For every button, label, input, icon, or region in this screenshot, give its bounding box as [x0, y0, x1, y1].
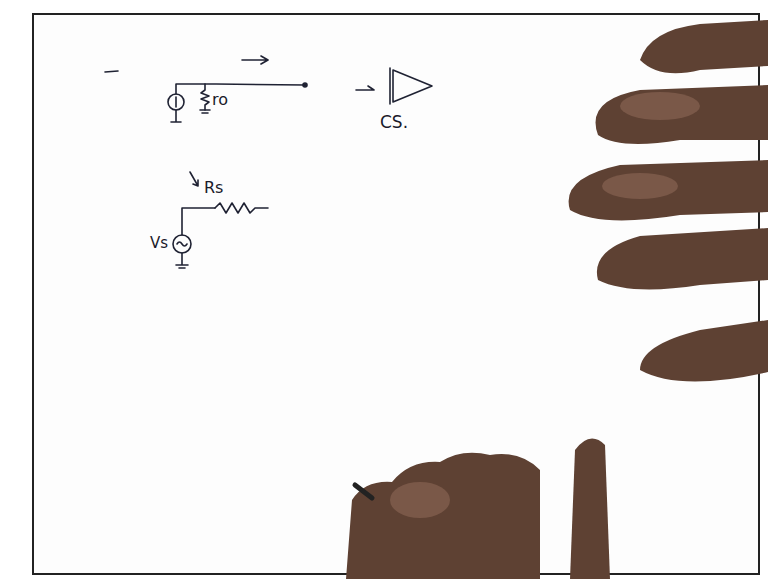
resistor-label: Rs: [204, 180, 223, 196]
source-label: Vs: [150, 236, 168, 251]
resistor-label: ro: [212, 92, 228, 108]
amplifier-label: CS.: [380, 114, 408, 131]
